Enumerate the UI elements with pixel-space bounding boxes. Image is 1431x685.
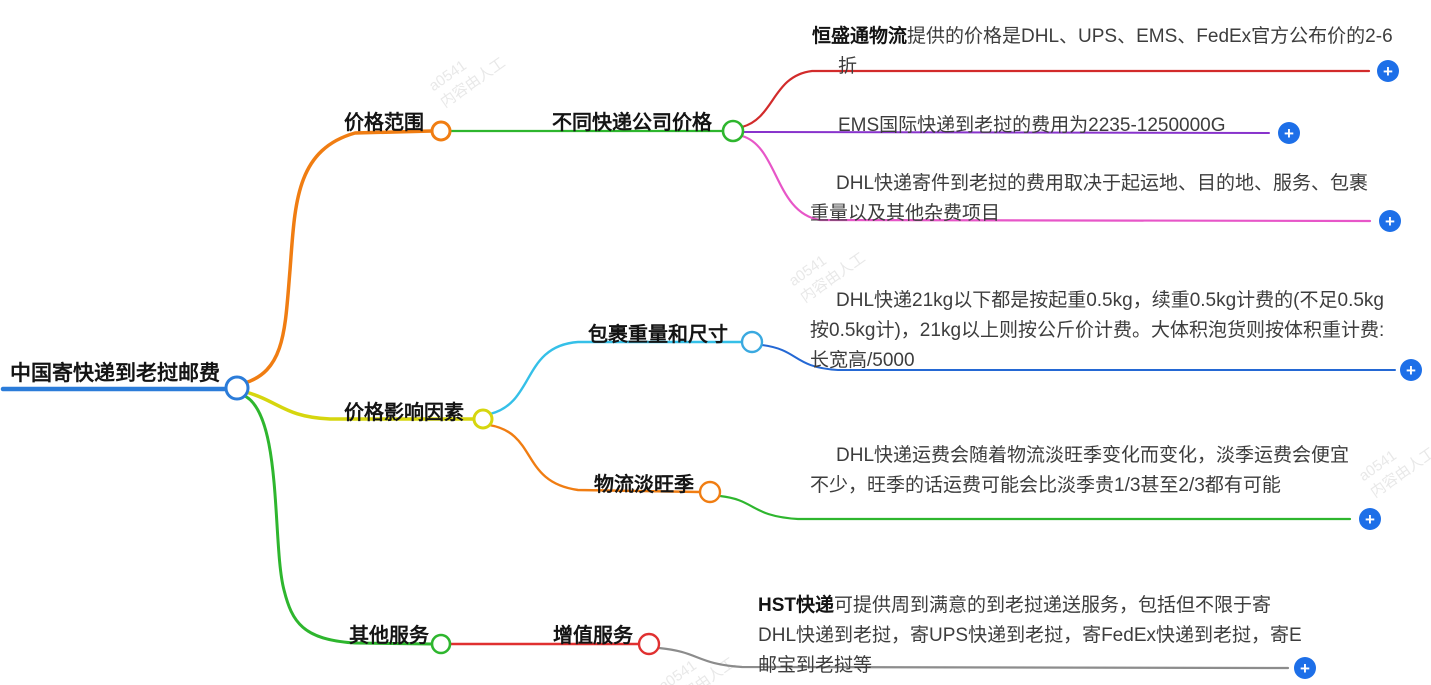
leaf-lead-hst: HST快递 (758, 595, 835, 616)
leaf-node-season-rule[interactable]: DHL快递运费会随着物流淡旺季变化而变化，淡季运费会便宜不少，旺季的话运费可能会… (810, 445, 1350, 496)
leaf-node-ems[interactable]: EMS国际快递到老挝的费用为2235-1250000G (838, 115, 1226, 136)
company-prices-node-label[interactable]: 不同快递公司价格 (552, 112, 712, 134)
branch-line-price-factors (244, 390, 476, 421)
add-node-button[interactable]: + (1379, 210, 1401, 232)
season-node-label[interactable]: 物流淡旺季 (594, 474, 694, 496)
leaf-node-hst[interactable]: HST快递可提供周到满意的到老挝递送服务，包括但不限于寄DHL快递到老挝，寄UP… (758, 591, 1308, 681)
leaf-node-weight-rule[interactable]: DHL快递21kg以下都是按起重0.5kg，续重0.5kg计费的(不足0.5kg… (810, 290, 1385, 371)
price-range-node-handle[interactable] (430, 120, 452, 142)
price-factors-node-handle[interactable] (472, 408, 494, 430)
value-added-node-label[interactable]: 增值服务 (553, 625, 633, 647)
add-node-button[interactable]: + (1278, 122, 1300, 144)
add-node-button[interactable]: + (1359, 508, 1381, 530)
other-services-node-handle[interactable] (430, 633, 452, 655)
leaf-lead-hengshengtong: 恒盛通物流 (812, 26, 908, 47)
company-prices-node-handle[interactable] (721, 119, 745, 143)
leaf-line-hst (657, 646, 1290, 670)
price-range-node-label[interactable]: 价格范围 (344, 112, 424, 134)
weight-size-node-handle[interactable] (740, 330, 764, 354)
leaf-line-hengshengtong (740, 69, 1371, 129)
root-node-handle[interactable] (224, 375, 250, 401)
leaf-rest-hengshengtong: 提供的价格是DHL、UPS、EMS、FedEx官方公布价的2-6折 (838, 26, 1393, 77)
root-node-label[interactable]: 中国寄快递到老挝邮费 (10, 362, 220, 385)
add-node-button[interactable]: + (1400, 359, 1422, 381)
leaf-node-dhl-cost[interactable]: DHL快递寄件到老挝的费用取决于起运地、目的地、服务、包裹重量以及其他杂费项目 (810, 173, 1369, 224)
branch-line-season (487, 423, 702, 494)
weight-size-node-label[interactable]: 包裹重量和尺寸 (588, 324, 728, 346)
leaf-line-season-rule (718, 494, 1352, 521)
value-added-node-handle[interactable] (637, 632, 661, 656)
branch-line-weight-size (488, 340, 744, 416)
branch-line-price-range (243, 129, 434, 385)
other-services-node-label[interactable]: 其他服务 (349, 625, 429, 647)
add-node-button[interactable]: + (1294, 657, 1316, 679)
branch-line-other-services (241, 393, 434, 646)
leaf-line-ems (742, 131, 1270, 134)
add-node-button[interactable]: + (1377, 60, 1399, 82)
leaf-line-weight-rule (761, 344, 1396, 371)
season-node-handle[interactable] (698, 480, 722, 504)
price-factors-node-label[interactable]: 价格影响因素 (344, 402, 464, 424)
leaf-node-hengshengtong[interactable]: 恒盛通物流提供的价格是DHL、UPS、EMS、FedEx官方公布价的2-6折 (812, 22, 1398, 82)
leaf-rest-hst: 可提供周到满意的到老挝递送服务，包括但不限于寄DHL快递到老挝，寄UPS快递到老… (758, 595, 1302, 676)
leaf-line-dhl-cost (740, 134, 1372, 223)
